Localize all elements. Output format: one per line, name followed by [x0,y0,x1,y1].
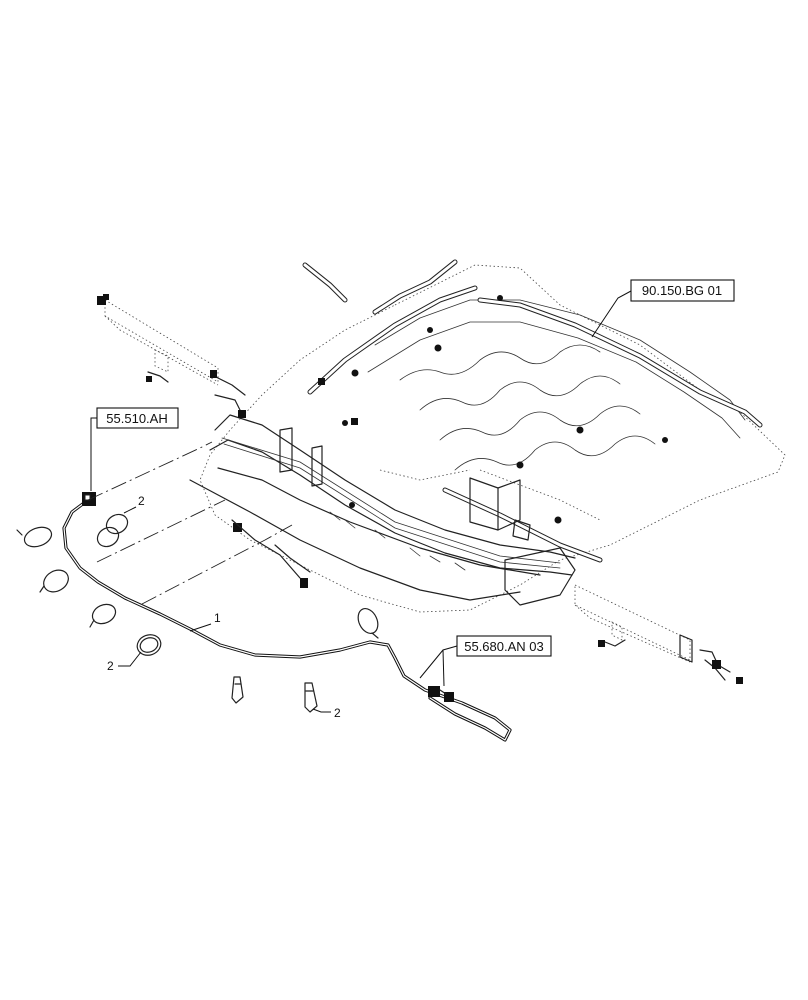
cable-tie-loop [16,526,53,548]
right-cross-beam [574,584,743,684]
platform-frame-assembly [189,259,786,613]
callout-item-2-top: 2 [123,494,145,514]
cable-ties [16,513,379,713]
reference-label-55-680: 55.680.AN 03 [419,635,552,687]
callout-item-2-bottom: 2 [312,706,341,720]
callout-item-1: 1 [189,611,221,632]
reference-label-55-510-text: 55.510.AH [106,411,167,426]
cable-tie-loop [357,608,379,639]
harness-connector-lower [428,686,454,702]
reference-label-55-510: 55.510.AH [90,407,179,491]
cable-tie-strap [304,682,318,713]
callout-item-2-left-text: 2 [107,659,114,673]
callout-item-2-top-text: 2 [138,494,145,508]
callout-item-2-bottom-text: 2 [334,706,341,720]
wiring-harness [62,492,512,742]
cable-tie-loop [136,634,162,656]
cable-tie-loop [89,603,117,628]
cable-tie-loop [39,569,69,593]
reference-label-90-150-text: 90.150.BG 01 [642,283,722,298]
cable-tie-loop [96,513,129,548]
phantom-center-lines [87,441,293,605]
reference-label-55-680-text: 55.680.AN 03 [464,639,544,654]
harness-connector-upper [82,492,96,506]
left-cross-beam [97,294,246,418]
cable-tie-strap [231,676,244,704]
callout-item-2-left: 2 [107,651,142,673]
reference-label-90-150: 90.150.BG 01 [591,279,735,338]
callout-item-1-text: 1 [214,611,221,625]
